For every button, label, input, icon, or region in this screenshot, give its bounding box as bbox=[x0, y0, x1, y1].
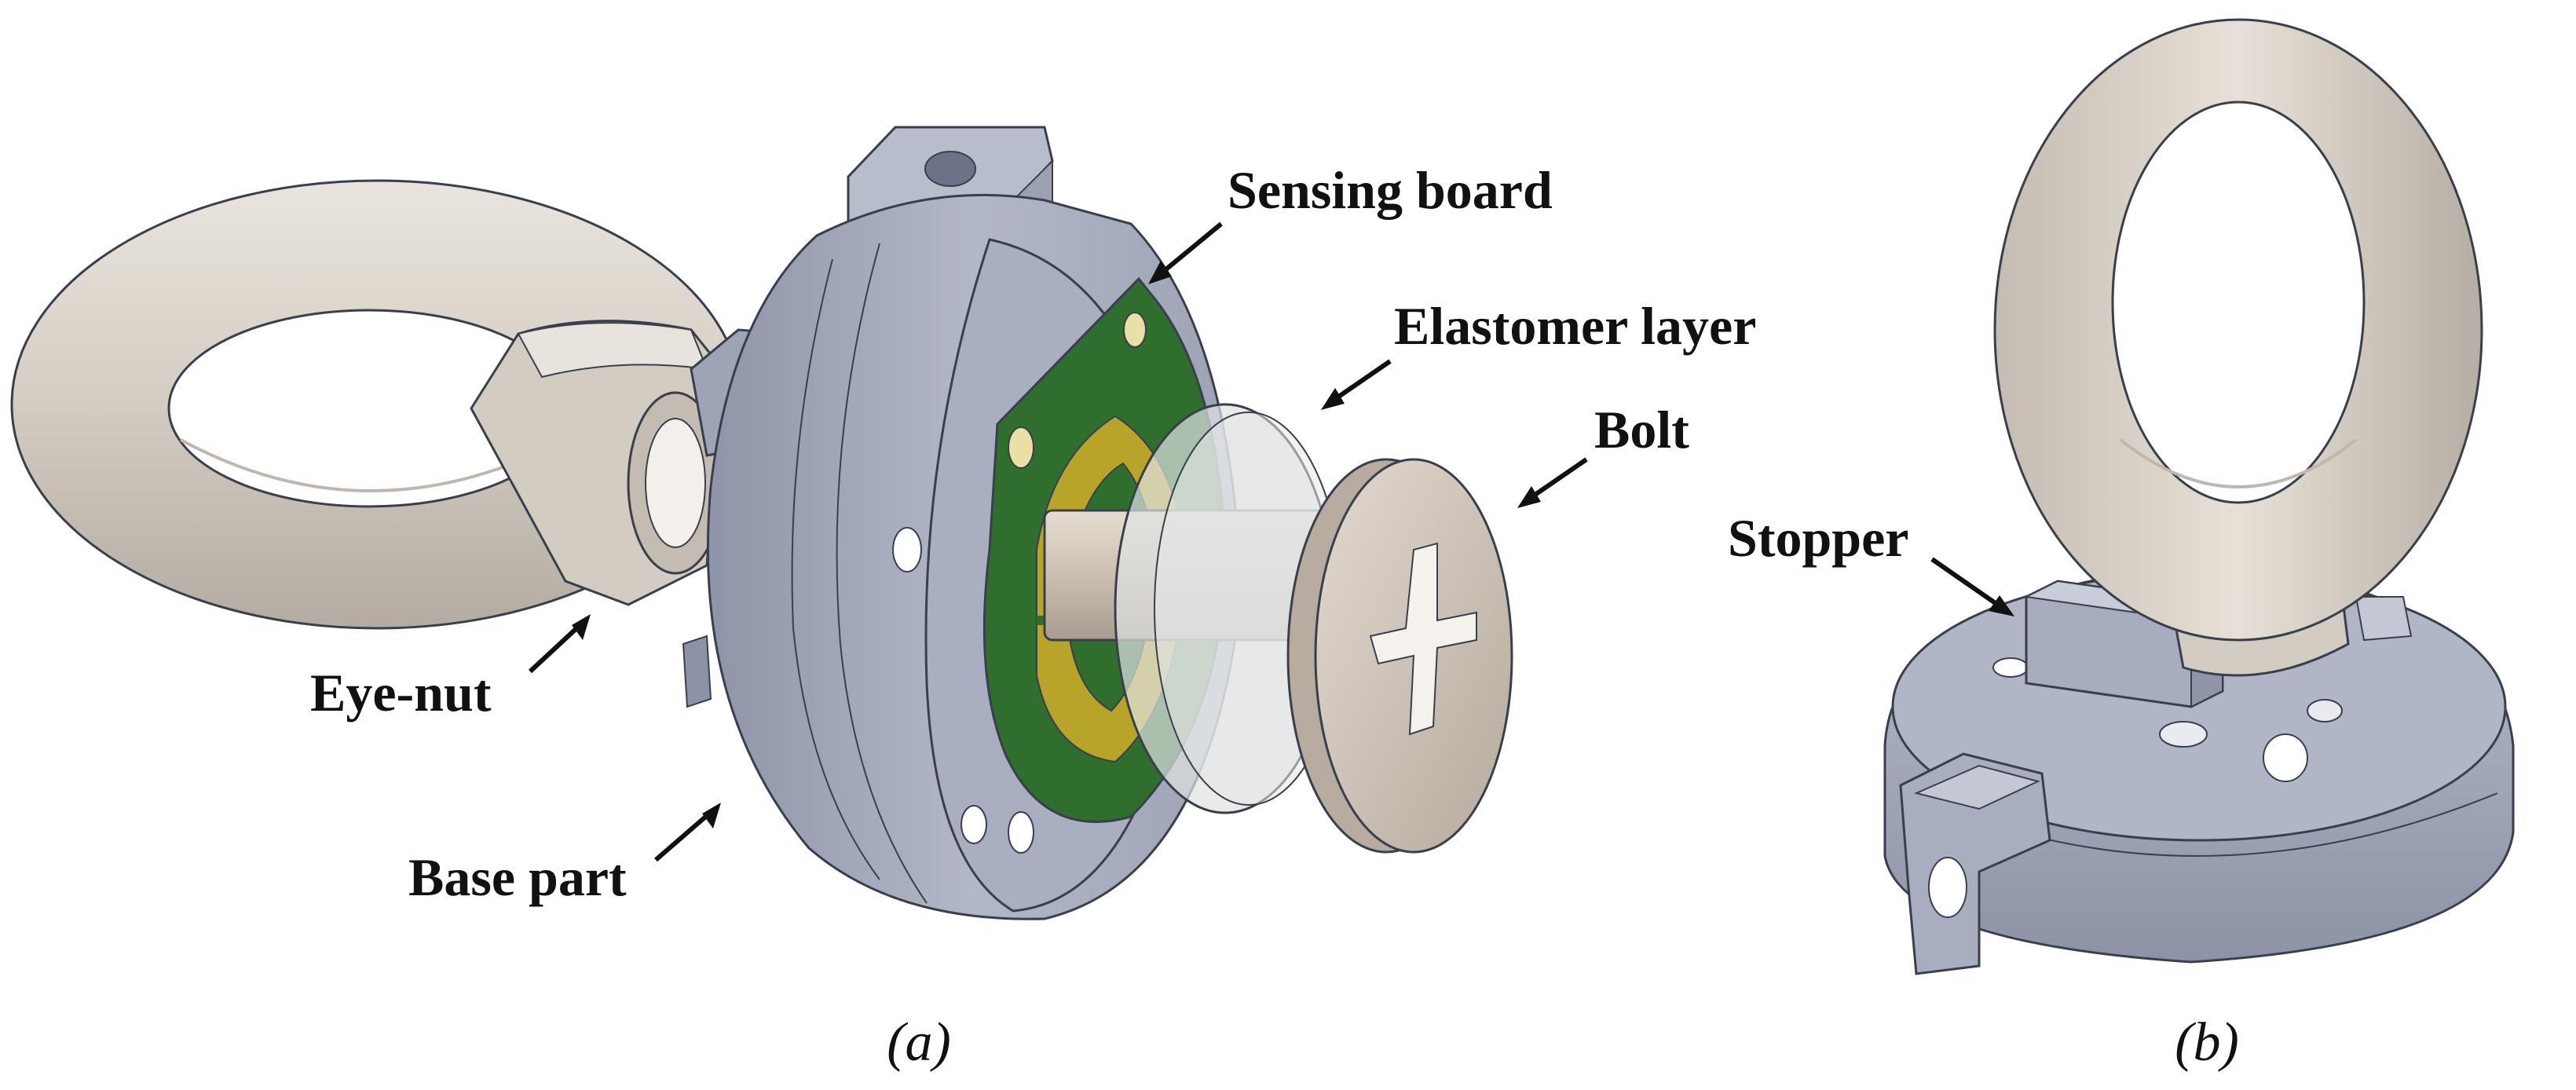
label-sensing-board: Sensing board bbox=[1228, 160, 1553, 220]
assembled-view: Stopper (b) bbox=[1728, 18, 2515, 1073]
label-stopper: Stopper bbox=[1728, 508, 1908, 568]
label-base-part: Base part bbox=[408, 847, 627, 907]
label-bolt: Bolt bbox=[1594, 400, 1689, 459]
bolt-head bbox=[1286, 458, 1513, 854]
caption-a: (a) bbox=[887, 1012, 951, 1073]
assembled-eye-nut bbox=[1993, 18, 2483, 677]
caption-b: (b) bbox=[2175, 1012, 2239, 1073]
label-elastomer-layer: Elastomer layer bbox=[1394, 296, 1756, 356]
exploded-view: Sensing board Elastomer layer Bolt Eye-n… bbox=[10, 126, 1756, 1073]
eye-nut-part bbox=[10, 179, 744, 630]
label-eye-nut: Eye-nut bbox=[310, 663, 492, 722]
